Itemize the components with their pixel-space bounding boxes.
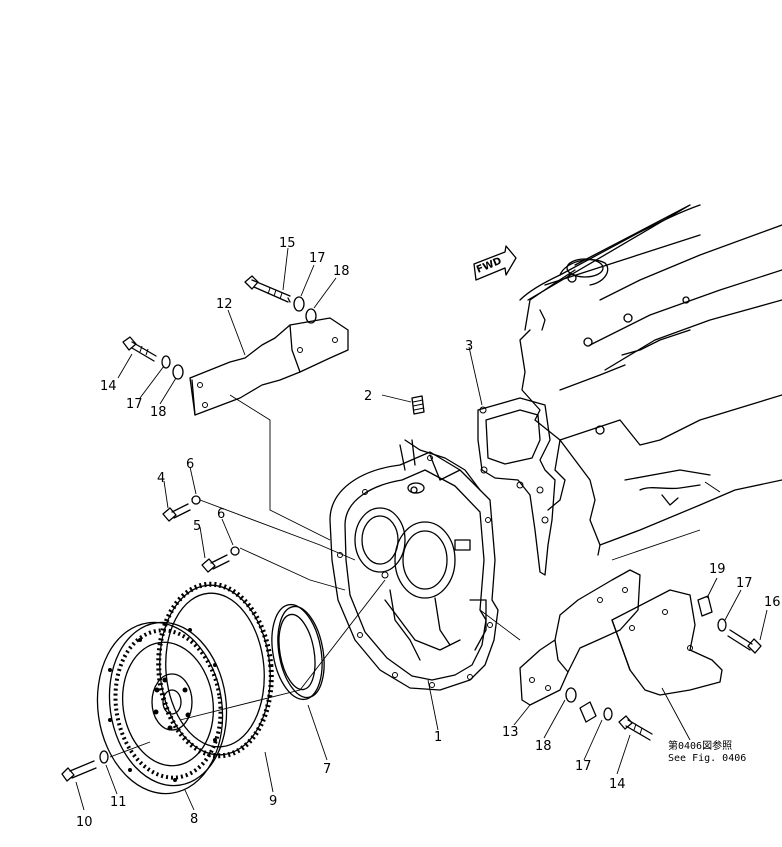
leader-lines [75, 247, 768, 811]
callout-6b: 6 [217, 507, 225, 522]
gasket [477, 397, 556, 576]
ring-gear [156, 581, 274, 759]
bolt-15 [244, 275, 291, 303]
washer-17-left [161, 355, 171, 369]
callout-5: 5 [193, 519, 201, 534]
callout-18b: 18 [150, 405, 167, 420]
callout-1: 1 [434, 730, 442, 745]
callout-14a: 14 [100, 379, 117, 394]
callout-6a: 6 [186, 457, 194, 472]
callout-19: 19 [709, 562, 726, 577]
lower-bracket [519, 569, 641, 706]
callout-18c: 18 [535, 739, 552, 754]
callout-10: 10 [76, 815, 93, 830]
callout-11: 11 [110, 795, 127, 810]
washer-6a [191, 495, 201, 505]
washer-18-top [305, 308, 317, 324]
callout-18a: 18 [333, 264, 350, 279]
callout-15: 15 [279, 236, 296, 251]
callout-7: 7 [323, 762, 331, 777]
callout-4: 4 [157, 471, 165, 486]
flywheel-housing [329, 439, 499, 691]
callout-17a: 17 [309, 251, 326, 266]
reference-note: 第0406図参照 See Fig. 0406 [668, 739, 746, 764]
callout-17c: 17 [736, 576, 753, 591]
bolt-14-upper [122, 336, 157, 362]
engine-block [519, 204, 782, 556]
stud-lower [579, 701, 597, 723]
washer-18-left [172, 364, 184, 380]
callout-17b: 17 [126, 397, 143, 412]
bolt-5 [201, 554, 230, 573]
stud-19 [697, 595, 713, 617]
washer-17-lower [603, 707, 613, 721]
callout-17d: 17 [575, 759, 592, 774]
cover-plate [611, 589, 723, 696]
bolt-4 [162, 503, 191, 522]
callout-numbers: 1 2 3 4 5 6 6 7 8 9 10 11 12 13 14 14 15… [76, 236, 781, 830]
washer-11 [99, 750, 109, 764]
callout-13: 13 [502, 725, 519, 740]
bolt-16 [727, 629, 762, 654]
washer-17-top [293, 296, 305, 312]
washer-17-right [717, 618, 727, 632]
callout-12: 12 [216, 297, 233, 312]
bolt-10 [61, 760, 97, 782]
washer-18-lower [565, 687, 577, 703]
reference-line-2: See Fig. 0406 [668, 753, 746, 764]
callout-16: 16 [764, 595, 781, 610]
callout-14b: 14 [609, 777, 626, 792]
oil-seal [271, 603, 325, 701]
callout-2: 2 [364, 389, 372, 404]
upper-bracket [189, 317, 349, 416]
washer-6b [230, 546, 240, 556]
callout-3: 3 [465, 339, 473, 354]
bolt-14-lower [618, 715, 653, 741]
callout-8: 8 [190, 812, 198, 827]
callout-9: 9 [269, 794, 277, 809]
forward-arrow-icon: FWD [473, 245, 517, 281]
reference-line-1: 第0406図参照 [668, 739, 732, 752]
flywheel [96, 621, 228, 795]
plug-2 [411, 395, 425, 415]
